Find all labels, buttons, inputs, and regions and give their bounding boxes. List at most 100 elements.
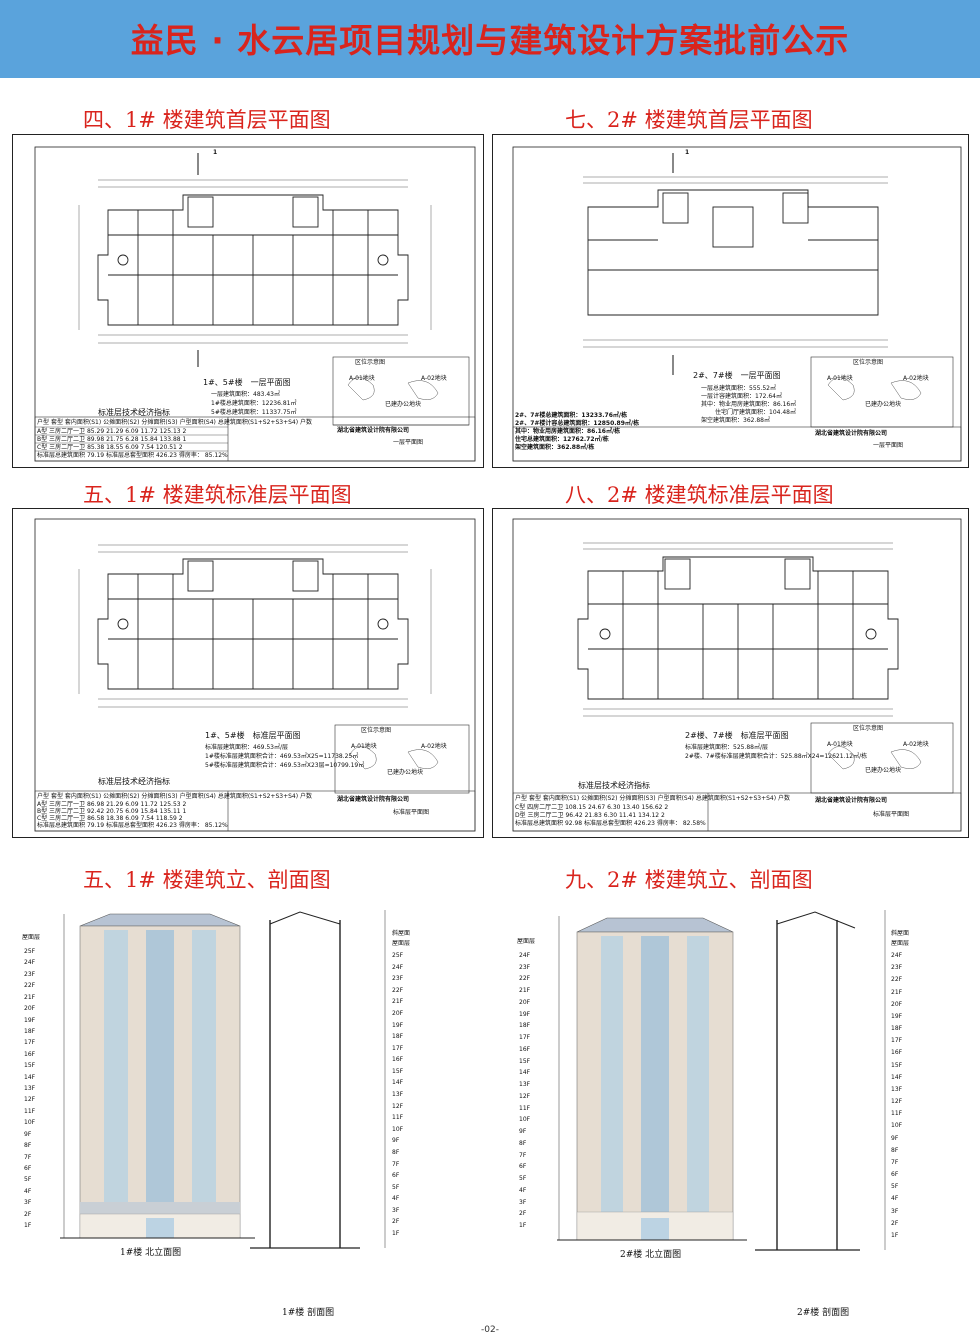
floor-label: 14F — [519, 1069, 531, 1077]
design-firm: 湖北省建筑设计院有限公司 — [337, 796, 410, 803]
table-footer: 标准层总建筑面积 79.19 标准层总套型面积 426.23 得房率： 85.1… — [37, 822, 228, 829]
summary-line: 架空建筑面积：362.88㎡/栋 — [515, 444, 595, 451]
plan-caption: 2#楼、7#楼 标准层平面图 — [685, 731, 789, 740]
table-title: 标准层技术经济指标 — [98, 408, 170, 417]
floor-label: 19F — [519, 1010, 531, 1018]
region-label: A-01地块 — [351, 743, 377, 750]
elevation-caption: 1#楼 北立面图 — [120, 1248, 182, 1258]
section-mark: 1 — [213, 149, 218, 156]
floor-label: 16F — [519, 1045, 531, 1053]
table-header-row: 户型 套型 套内面积(S1) 公摊面积(S2) 分摊面积(S3) 户型面积(S4… — [37, 793, 313, 800]
region-title: 区位示意图 — [355, 359, 386, 366]
floor-label: 15F — [519, 1057, 531, 1065]
table-row: C型 三房二厅一卫 85.38 18.55 6.09 7.54 120.51 2 — [37, 444, 183, 451]
floor-label: 20F — [392, 1009, 404, 1017]
floor-label: 13F — [519, 1081, 531, 1089]
section-title-2: 七、2# 楼建筑首层平面图 — [565, 108, 813, 132]
sheet-name: 一层平面图 — [873, 442, 904, 449]
floor-label: 24F — [891, 952, 903, 959]
floor-label: 3F — [519, 1198, 527, 1206]
region-label: A-02地块 — [903, 375, 929, 382]
floor-label: 2F — [24, 1210, 32, 1218]
table-header-row: 户型 套型 套内面积(S1) 公摊面积(S2) 分摊面积(S3) 户型面积(S4… — [515, 795, 791, 802]
area-line: 1#楼总建筑面积：12236.81㎡ — [211, 400, 297, 407]
region-label: A-01地块 — [827, 741, 853, 748]
header-banner — [0, 0, 980, 78]
area-line: 一层建筑面积：483.43㎡ — [211, 391, 280, 398]
floor-label: 1F — [24, 1222, 32, 1229]
floor-label: 8F — [519, 1139, 527, 1147]
floor-label: 3F — [891, 1207, 899, 1215]
floor-label: 21F — [24, 993, 36, 1001]
region-title: 区位示意图 — [853, 359, 884, 366]
floor-label: 1F — [392, 1230, 400, 1237]
region-title: 区位示意图 — [361, 727, 392, 734]
region-label: 已建办公地块 — [865, 767, 902, 774]
summary-line: 住宅总建筑面积：12762.72㎡/栋 — [515, 436, 609, 443]
floor-label: 14F — [392, 1079, 404, 1087]
table-row: B型 三房二厅二卫 92.42 20.75 6.09 15.84 135.11 … — [37, 808, 187, 815]
table-row: A型 三房二厅一卫 86.98 21.29 6.09 11.72 125.53 … — [37, 801, 187, 808]
floor-label: 2F — [891, 1219, 899, 1227]
floor-label: 18F — [519, 1022, 531, 1030]
floor-label: 11F — [392, 1114, 404, 1122]
floor-label: 6F — [392, 1172, 400, 1180]
region-label: 已建办公地块 — [385, 401, 422, 408]
floor-label: 10F — [392, 1125, 404, 1133]
floor-label: 15F — [24, 1062, 36, 1070]
floor-label: 21F — [392, 998, 404, 1006]
floor-label: 25F — [24, 948, 36, 955]
elevation-caption: 2#楼 北立面图 — [620, 1250, 682, 1260]
floor-label: 5F — [891, 1183, 899, 1191]
floor-label: 5F — [24, 1176, 32, 1184]
section-title-4: 八、2# 楼建筑标准层平面图 — [565, 483, 834, 507]
floor-label: 21F — [891, 988, 903, 996]
roof-label: 斜屋面 — [392, 930, 411, 937]
roof-label: 斜屋面 — [891, 930, 910, 937]
floor-label: 22F — [392, 986, 404, 994]
floor-label: 6F — [891, 1171, 899, 1179]
region-label: A-01地块 — [349, 375, 375, 382]
summary-line: 2#、7#楼总建筑面积：13233.76㎡/栋 — [515, 412, 628, 419]
table-footer: 标准层总建筑面积 79.19 标准层总套型面积 426.23 得房率： 85.1… — [37, 452, 228, 459]
area-line: 5#楼总建筑面积：11337.75㎡ — [211, 409, 297, 416]
floor-label: 23F — [519, 963, 531, 971]
floor-label: 5F — [392, 1183, 400, 1191]
design-firm: 湖北省建筑设计院有限公司 — [815, 797, 888, 804]
floor-label: 6F — [24, 1164, 32, 1172]
floor-label: 9F — [519, 1128, 527, 1136]
floor-label: 12F — [519, 1092, 531, 1100]
section-title-6: 九、2# 楼建筑立、剖面图 — [565, 868, 813, 892]
floor-label: 25F — [392, 952, 404, 959]
table-title: 标准层技术经济指标 — [578, 781, 650, 790]
region-label: 已建办公地块 — [865, 401, 902, 408]
floor-label: 17F — [392, 1044, 404, 1052]
floor-label: 3F — [392, 1206, 400, 1214]
floor-label: 22F — [519, 975, 531, 983]
floor-label: 14F — [24, 1073, 36, 1081]
plan-sheet-3: 1#、5#楼 标准层平面图 标准层建筑面积：469.53㎡/层 1#楼标准层建筑… — [12, 508, 484, 838]
floor-label: 18F — [392, 1033, 404, 1041]
floor-label: 2F — [519, 1210, 527, 1218]
area-line: 2#楼、7#楼标准层建筑面积合计：525.88㎡X24=12621.12㎡/栋 — [685, 753, 868, 760]
area-line: 标准层建筑面积：525.88㎡/层 — [685, 744, 769, 751]
floor-label: 20F — [24, 1005, 36, 1013]
floor-label: 3F — [24, 1199, 32, 1207]
floor-label: 9F — [24, 1130, 32, 1138]
area-line: 1#楼标准层建筑面积合计：469.53㎡X25=11738.25㎡ — [205, 753, 359, 760]
section-title-1: 四、1# 楼建筑首层平面图 — [83, 108, 331, 132]
roof-label: 屋面层 — [22, 934, 41, 941]
floor-label: 22F — [24, 982, 36, 990]
floor-label: 8F — [891, 1146, 899, 1154]
floor-label: 11F — [891, 1110, 903, 1118]
page-title: 益民 · 水云居项目规划与建筑设计方案批前公示 — [130, 21, 850, 60]
region-label: 已建办公地块 — [387, 769, 424, 776]
design-firm: 湖北省建筑设计院有限公司 — [337, 427, 410, 434]
area-line: 架空建筑面积：362.88㎡ — [701, 417, 770, 424]
roof-label: 屋面层 — [392, 940, 411, 947]
floor-label: 21F — [519, 987, 531, 995]
floor-label: 24F — [392, 963, 404, 971]
summary-line: 2#、7#楼计容总建筑面积：12850.89㎡/栋 — [515, 420, 640, 427]
